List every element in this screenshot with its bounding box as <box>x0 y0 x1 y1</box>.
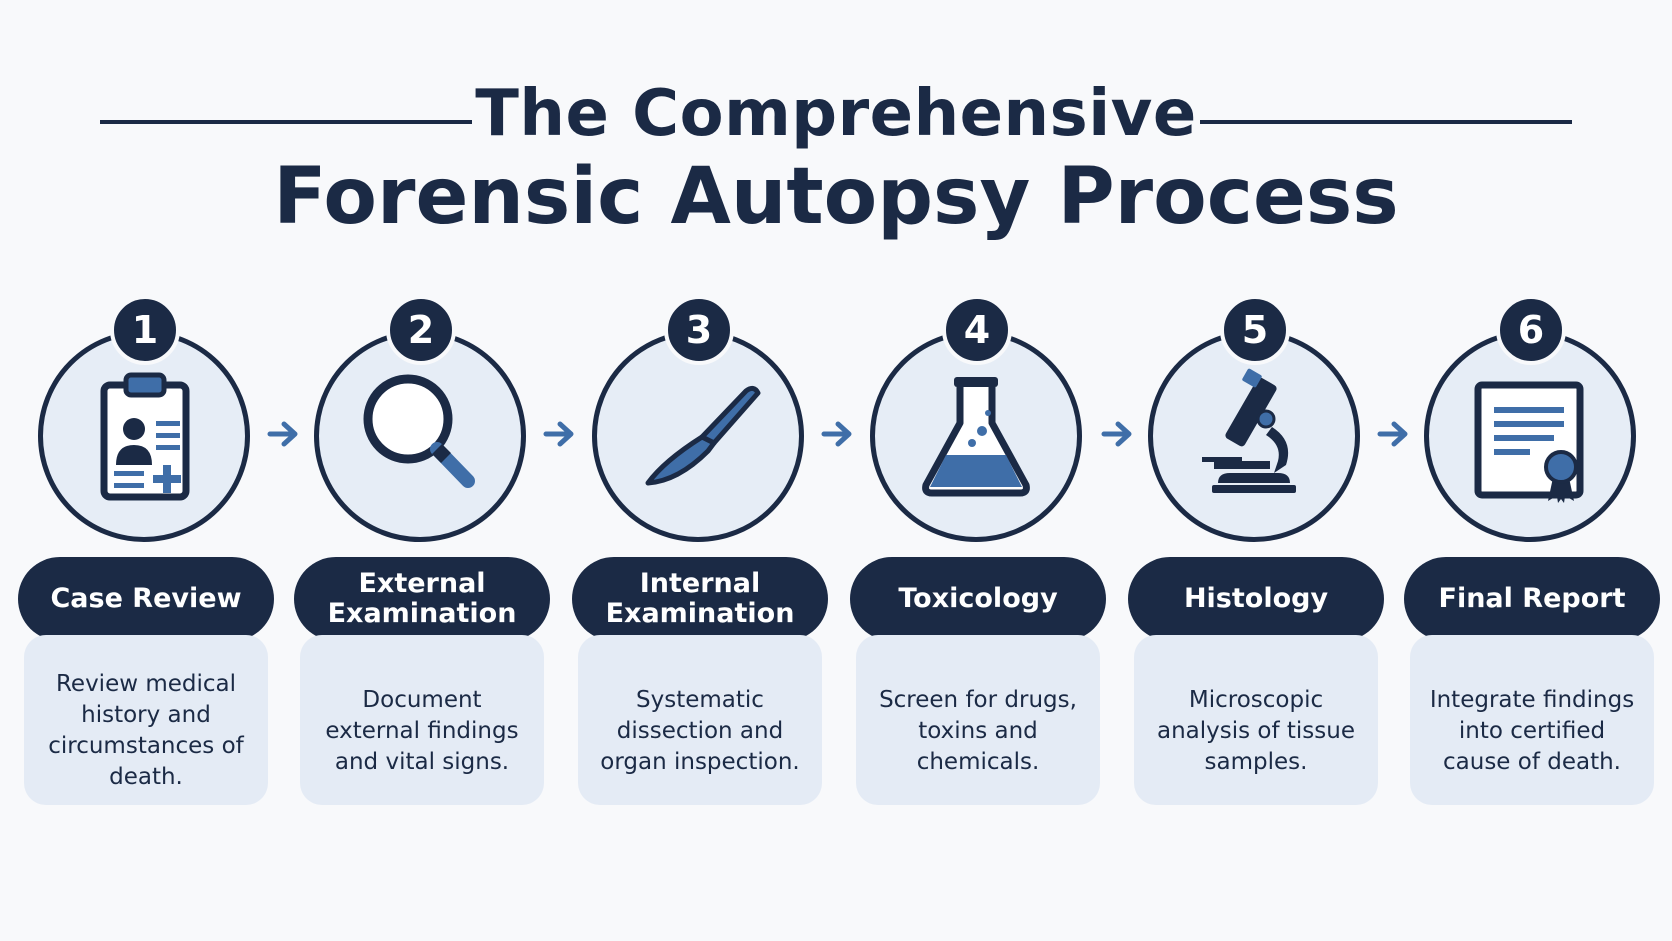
step-title: Histology <box>1128 557 1384 641</box>
step-title: Internal Examination <box>572 557 828 641</box>
step-description: Systematic dissection and organ inspecti… <box>578 635 822 805</box>
scalpel-icon <box>618 357 778 517</box>
step-number-badge: 3 <box>664 295 734 365</box>
page-title: Forensic Autopsy Process <box>273 152 1399 242</box>
step-number-badge: 2 <box>386 295 456 365</box>
step-title: External Examination <box>294 557 550 641</box>
step-title: Toxicology <box>850 557 1106 641</box>
clipboard-icon <box>64 357 224 517</box>
step-number-badge: 4 <box>942 295 1012 365</box>
microscope-icon <box>1174 357 1334 517</box>
title-rule-right <box>1200 120 1572 124</box>
certificate-icon <box>1450 357 1610 517</box>
step-title: Final Report <box>1404 557 1660 641</box>
step-description: Screen for drugs, toxins and chemicals. <box>856 635 1100 805</box>
step-number-badge: 6 <box>1496 295 1566 365</box>
flask-icon <box>896 357 1056 517</box>
arrow-right-icon <box>1101 421 1132 447</box>
step-title: Case Review <box>18 557 274 641</box>
step-description: Integrate findings into certified cause … <box>1410 635 1654 805</box>
arrow-right-icon <box>821 421 852 447</box>
step-description: Document external findings and vital sig… <box>300 635 544 805</box>
arrow-right-icon <box>543 421 574 447</box>
title-rule-left <box>100 120 472 124</box>
title-line-1: The Comprehensive <box>475 77 1197 151</box>
step-description: Microscopic analysis of tissue samples. <box>1134 635 1378 805</box>
arrow-right-icon <box>1377 421 1408 447</box>
step-number-badge: 1 <box>110 295 180 365</box>
step-description: Review medical history and circumstances… <box>24 635 268 805</box>
step-number-badge: 5 <box>1220 295 1290 365</box>
arrow-right-icon <box>267 421 298 447</box>
magnifying-glass-icon <box>340 357 500 517</box>
